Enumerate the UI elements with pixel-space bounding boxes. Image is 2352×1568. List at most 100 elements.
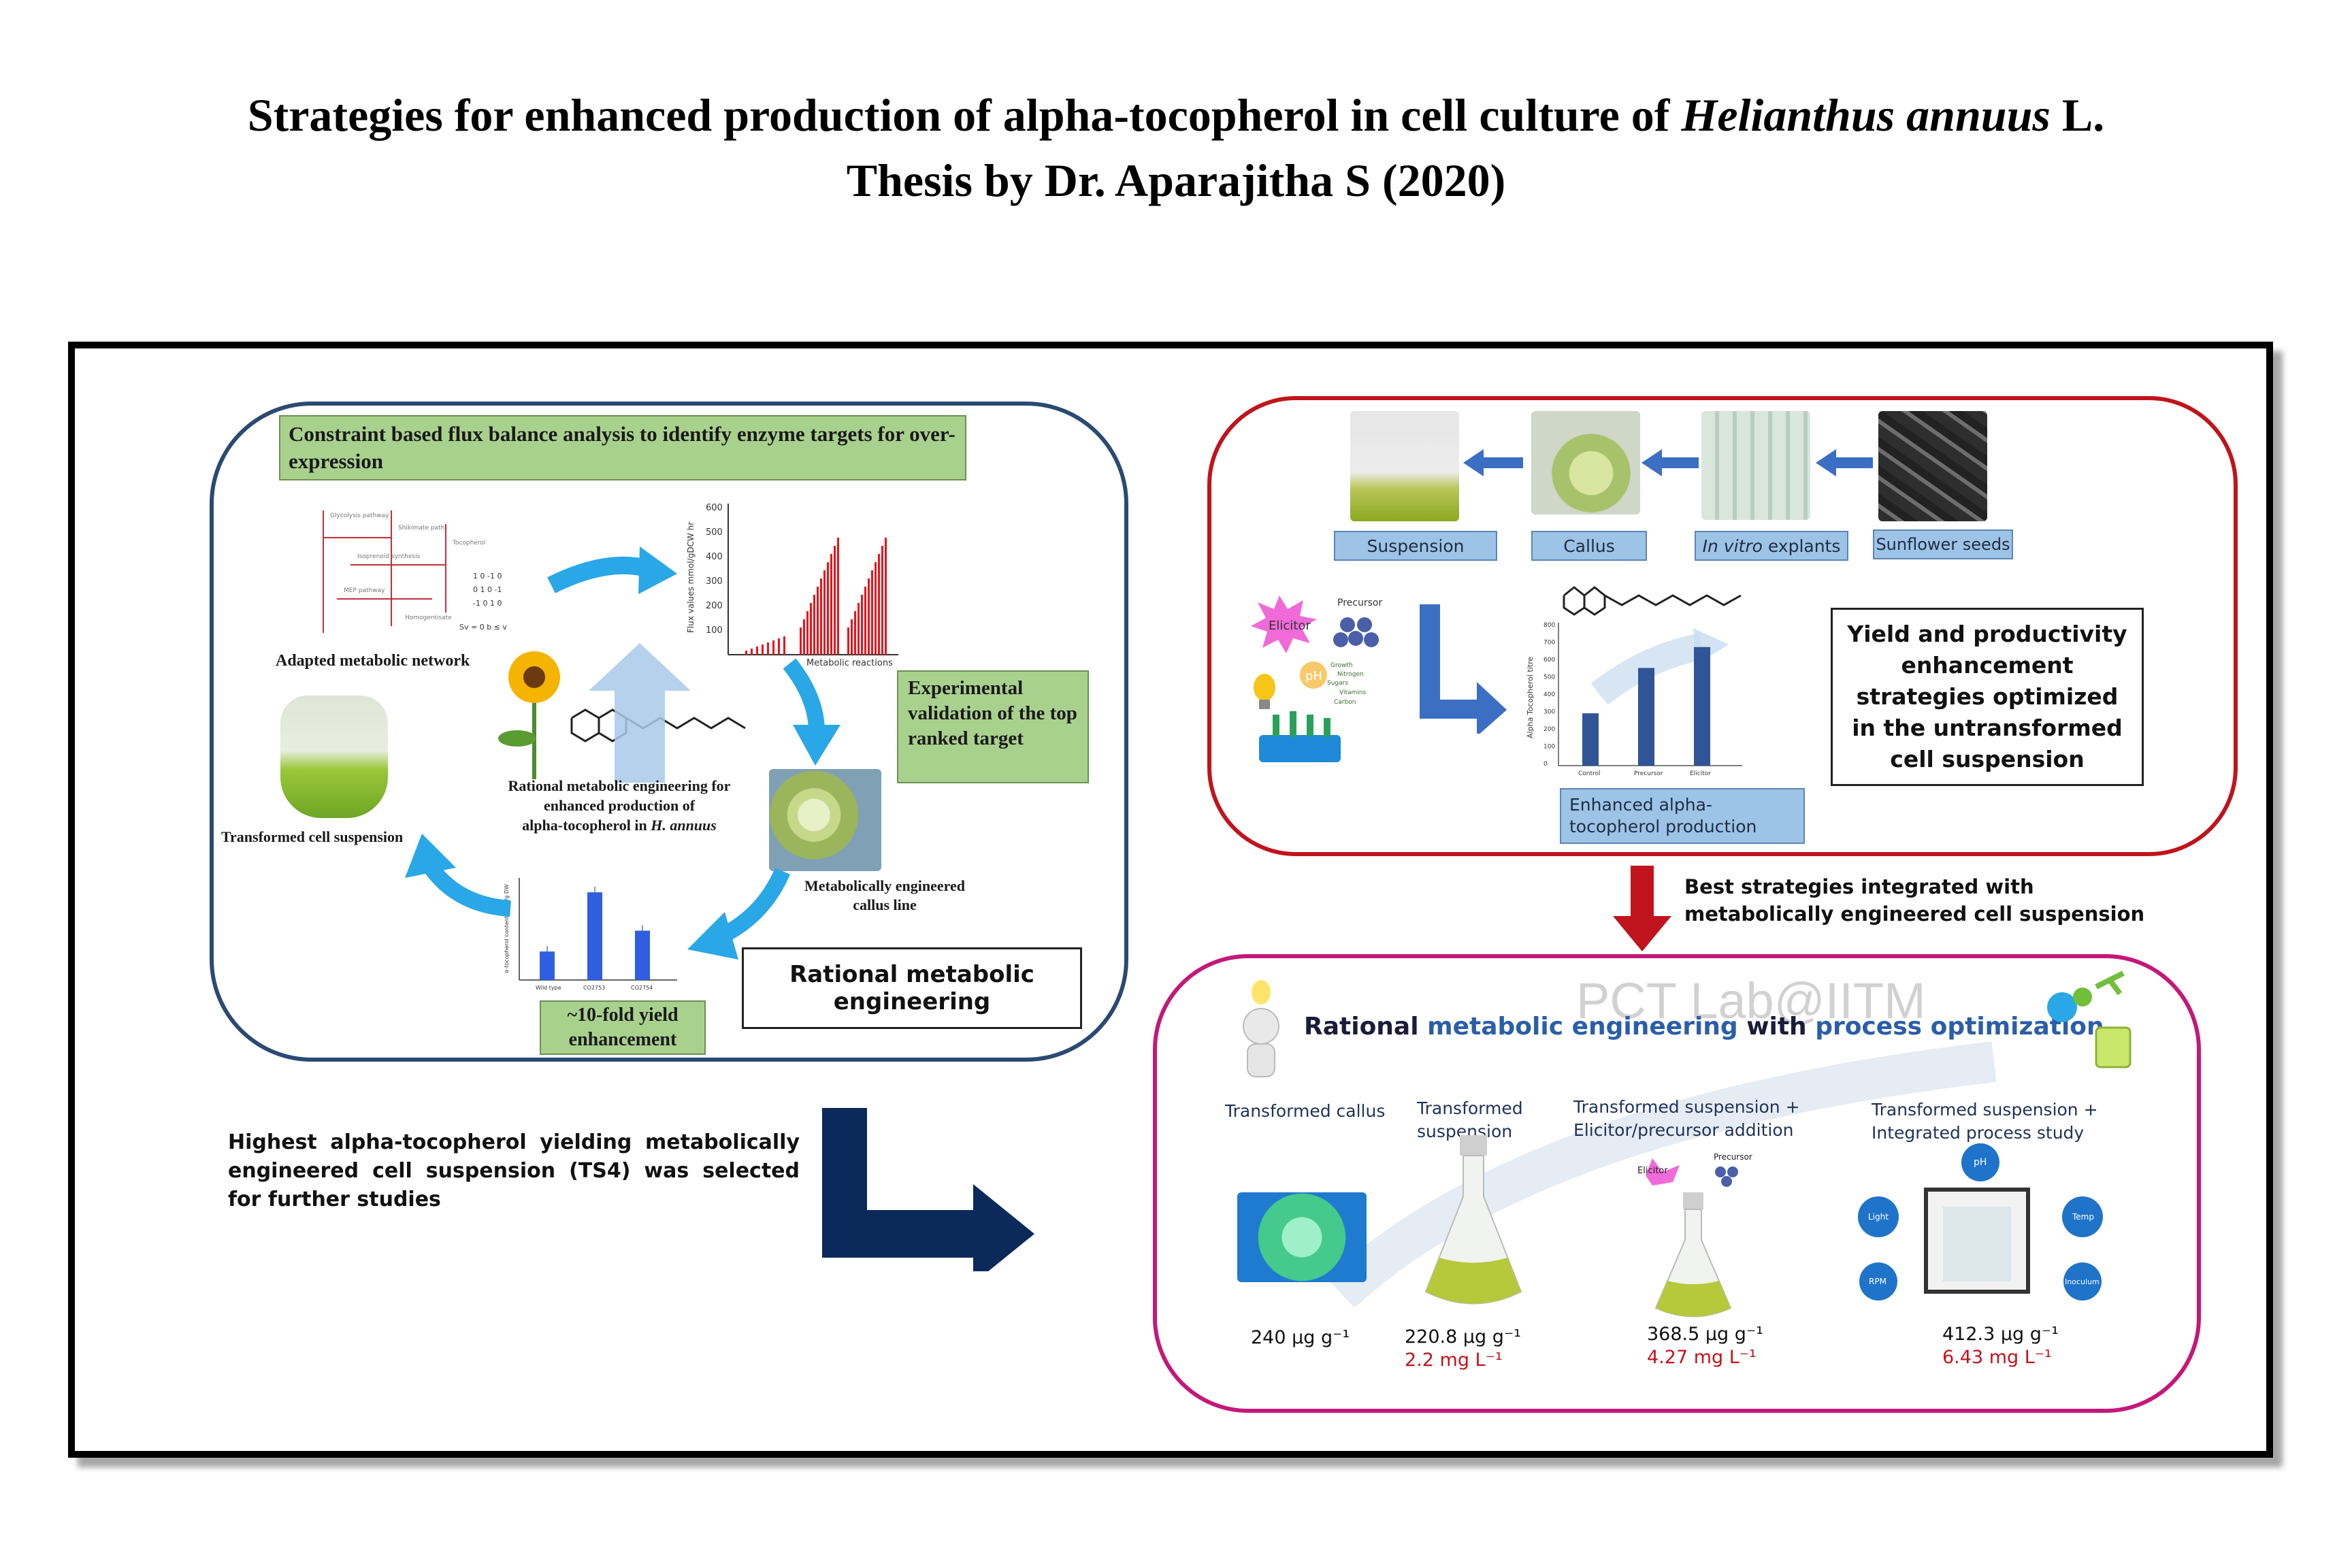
flux-bar [767, 642, 769, 655]
flux-bar [778, 638, 780, 655]
figure-frame [68, 342, 2273, 1458]
yield-bar [540, 951, 555, 980]
flux-chart: Flux values mmol/gDCW hr 600500400300200… [686, 503, 898, 667]
cyan-arrow-2 [783, 658, 840, 766]
flux-bar [803, 619, 805, 655]
titre-tick: 100 [1544, 744, 1555, 751]
flux-tick: 600 [706, 503, 723, 513]
page-title: Strategies for enhanced production of al… [247, 89, 2105, 141]
titre-bar [1638, 668, 1654, 766]
in-vitro-photo [1701, 411, 1810, 520]
stage-label-integrated: Transformed suspension + Integrated proc… [1872, 1100, 2098, 1143]
titre-tick: 800 [1544, 622, 1555, 629]
titre-tick: 200 [1544, 726, 1555, 733]
flask-2: Elicitor Precursor [1637, 1152, 1752, 1318]
flux-bar [868, 578, 870, 655]
svg-text:Isoprenoid synthesis: Isoprenoid synthesis [357, 553, 421, 560]
transformed-suspension-photo [280, 696, 388, 818]
flux-bar [813, 595, 815, 655]
flux-bar [864, 587, 866, 655]
flux-tick: 500 [706, 527, 723, 538]
flux-bar [878, 554, 880, 655]
svg-text:Homogentisate: Homogentisate [405, 615, 452, 621]
svg-text:Shikimate path: Shikimate path [398, 525, 444, 532]
flux-bar [827, 562, 829, 655]
titre-tick: 400 [1544, 691, 1555, 698]
watermark: PCT Lab@IITM [1576, 973, 1926, 1029]
svg-text:-1 0 1 0: -1 0 1 0 [473, 599, 502, 608]
flux-bar [871, 570, 873, 655]
arrow-explant-to-callus [1642, 449, 1699, 476]
svg-text:1 0 -1 0: 1 0 -1 0 [473, 572, 502, 581]
center-label: Rational metabolic engineering for enhan… [508, 777, 731, 834]
flux-bar [847, 627, 849, 655]
flux-bar [751, 649, 753, 655]
svg-text:0 1 0 -1: 0 1 0 -1 [473, 585, 502, 594]
yield-category: Wild type [536, 985, 561, 991]
titre-tick: 500 [1544, 674, 1555, 681]
flux-bar [806, 611, 808, 655]
flux-tick: 300 [706, 576, 723, 587]
titre-chart: Alpha Tocopherol titre 80070060050040030… [1526, 622, 1742, 777]
flux-tick: 400 [706, 552, 723, 562]
arrow-seed-to-explant [1816, 449, 1873, 476]
svg-text:Tocopherol: Tocopherol [452, 540, 485, 546]
node-rpm: RPM [1869, 1277, 1886, 1286]
page-subtitle: Thesis by Dr. Aparajitha S (2020) [846, 154, 1506, 206]
titre-ylabel: Alpha Tocopherol titre [1526, 657, 1535, 738]
svg-text:MEP pathway: MEP pathway [344, 587, 385, 594]
flux-bar [817, 587, 819, 655]
node-ph: pH [1974, 1157, 1987, 1168]
flux-tick: 200 [706, 601, 723, 611]
integrated-panel [1153, 954, 2201, 1413]
mini-precursor-text: Precursor [1714, 1152, 1752, 1162]
flux-bar [851, 619, 853, 655]
stage-label-callus: Transformed callus [1225, 1101, 1386, 1121]
flux-bar [858, 603, 860, 655]
integration-note: Best strategies integrated with metaboli… [1684, 875, 2145, 926]
yield-category: CO2753 [583, 985, 605, 991]
network-label: Adapted metabolic network [276, 652, 470, 670]
callus-photo-2 [1531, 411, 1640, 514]
svg-text:Growth: Growth [1330, 662, 1353, 669]
precursor-text: Precursor [1337, 598, 1382, 608]
flux-bar [772, 640, 774, 655]
yield-bar [587, 892, 602, 980]
titre-tick: 700 [1544, 640, 1555, 647]
yield-ylabel: α-tocopherol content in μg/g DW [504, 884, 510, 973]
flux-bar [745, 651, 747, 655]
process-icon [2047, 970, 2132, 1068]
cyan-arrow-4 [405, 834, 511, 917]
flux-bar [830, 554, 832, 655]
titre-bar [1694, 647, 1710, 766]
red-down-arrow [1613, 866, 1671, 951]
titre-category: Precursor [1634, 770, 1663, 777]
flux-bar [756, 647, 758, 655]
node-temp: Temp [2072, 1212, 2094, 1222]
yield-box: ~10-fold yield enhancement [540, 1000, 706, 1055]
ph-text: pH [1305, 669, 1322, 683]
yield-bar [635, 930, 650, 980]
transformed-callus-photo [1237, 1192, 1367, 1282]
stage-in-vitro: In vitro explants [1695, 531, 1848, 561]
flux-bar [854, 611, 856, 655]
svg-text:Sugars: Sugars [1327, 680, 1348, 687]
titre-category: Elicitor [1690, 770, 1711, 777]
stage-seeds: Sunflower seeds [1873, 529, 2013, 559]
titre-category: Control [1578, 770, 1601, 777]
mini-elicitor-text: Elicitor [1637, 1166, 1668, 1176]
titre-tick: 600 [1544, 657, 1555, 664]
yield-category: CO2754 [631, 985, 653, 991]
enhanced-box: Enhanced alpha-tocopherol production [1560, 788, 1805, 844]
flux-bar [823, 570, 826, 655]
cyan-arrow-1 [547, 546, 677, 594]
svg-text:Nitrogen: Nitrogen [1337, 671, 1364, 678]
transformed-label: Transformed cell suspension [221, 828, 404, 845]
rational-box: Rational metabolic engineering [742, 947, 1082, 1029]
selection-note: Highest alpha-tocopherol yielding metabo… [228, 1130, 800, 1211]
